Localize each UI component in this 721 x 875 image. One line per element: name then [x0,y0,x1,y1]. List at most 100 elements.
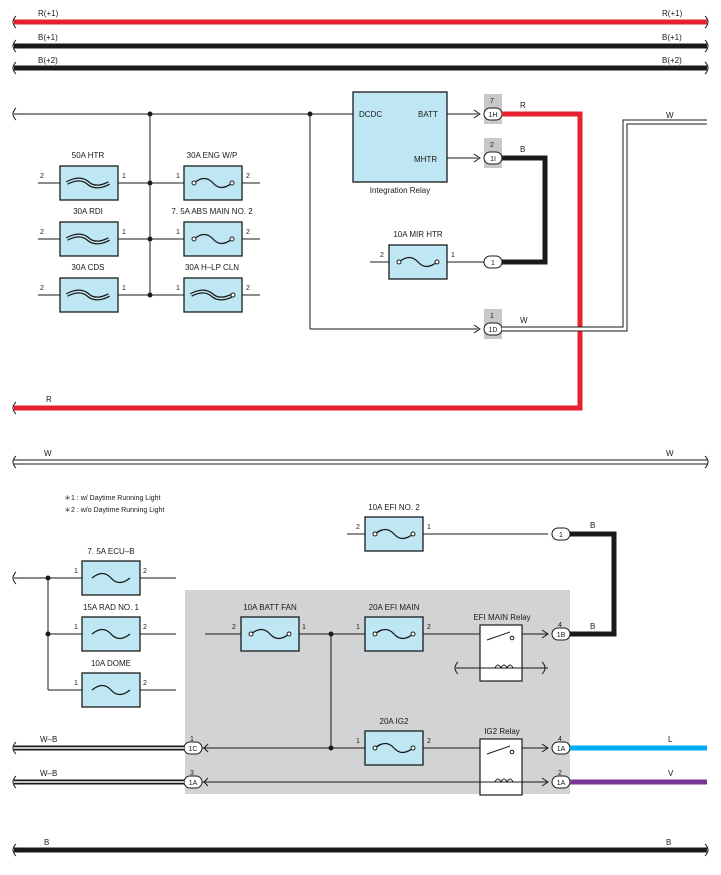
svg-text:B: B [666,838,671,847]
svg-text:1: 1 [122,173,126,180]
svg-text:R: R [520,101,526,110]
bus-label-r-plus1-left: R(+1) [38,9,59,18]
fuse-label: 10A BATT FAN [243,603,297,612]
svg-text:2: 2 [380,252,384,259]
svg-text:W–B: W–B [40,735,57,744]
fuse-10a-mir-htr: 10A MIR HTR 2 1 [370,230,484,280]
svg-text:1: 1 [176,285,180,292]
svg-text:B: B [520,145,525,154]
svg-text:1D: 1D [489,327,498,334]
svg-text:2: 2 [40,285,44,292]
connector-1: 1 [483,255,503,269]
fuse-label: 7. 5A ABS MAIN NO. 2 [171,207,253,216]
svg-text:1: 1 [176,229,180,236]
fuse-label: 30A RDI [73,207,103,216]
svg-text:2: 2 [40,229,44,236]
efi-main-relay: EFI MAIN Relay [454,613,548,682]
svg-text:W–B: W–B [40,769,57,778]
bus-label-r-mid: R [46,395,52,404]
svg-text:1: 1 [190,736,194,743]
connector-1h: 7 1H [473,94,503,124]
svg-text:1: 1 [122,285,126,292]
bus-label-b-plus1-right: B(+1) [662,33,682,42]
integration-relay: DCDC BATT MHTR Integration Relay [352,91,448,195]
svg-text:2: 2 [490,142,494,149]
wire-w-1d [502,120,707,331]
svg-text:1: 1 [491,260,495,267]
svg-text:1: 1 [356,738,360,745]
bus-r-plus1: R(+1) R(+1) [12,9,709,29]
fuse-30a-eng-wp: 30A ENG W/P 1 2 [150,151,260,201]
wire-b-efi [570,531,617,637]
svg-text:3: 3 [190,770,194,777]
bus-b-plus1: B(+1) B(+1) [12,33,709,53]
svg-text:1: 1 [122,229,126,236]
svg-text:B: B [44,838,49,847]
svg-text:2: 2 [558,770,562,777]
svg-text:W: W [44,449,52,458]
svg-text:2: 2 [246,173,250,180]
relay-pin-dcdc: DCDC [359,110,382,119]
svg-text:W: W [520,316,528,325]
svg-text:1B: 1B [557,632,566,639]
svg-text:B: B [590,521,595,530]
fuse-label: 10A DOME [91,659,131,668]
svg-text:1: 1 [356,624,360,631]
svg-text:1: 1 [74,680,78,687]
connector-1c: 1 1C [183,736,209,755]
svg-text:1: 1 [176,173,180,180]
svg-text:1: 1 [302,624,306,631]
fuse-label: 10A MIR HTR [393,230,443,239]
fuse-label: 15A RAD NO. 1 [83,603,140,612]
svg-text:W: W [666,449,674,458]
svg-text:2: 2 [232,624,236,631]
svg-text:1H: 1H [489,112,498,119]
svg-text:1: 1 [490,313,494,320]
fuse-50a-htr: 50A HTR 2 1 [38,151,150,201]
wire-wb-1: W–B [12,735,184,755]
svg-text:2: 2 [427,738,431,745]
fuse-20a-efi-main: 20A EFI MAIN 1 2 [356,603,431,652]
svg-text:1: 1 [427,524,431,531]
fuse-label: 10A EFI NO. 2 [368,503,420,512]
wire-b-1i [502,155,548,265]
svg-text:2: 2 [143,680,147,687]
fuse-label: 30A H–LP CLN [185,263,239,272]
bus-b-plus2: B(+2) B(+2) [12,56,709,75]
relay-label: EFI MAIN Relay [473,613,530,622]
svg-text:1A: 1A [557,746,566,753]
svg-text:2: 2 [40,173,44,180]
fuse-30a-cds: 30A CDS 2 1 [38,263,150,313]
relay-label: IG2 Relay [484,727,520,736]
relay-pin-batt: BATT [418,110,438,119]
connector-1d: 1 1D [473,309,503,339]
svg-text:V: V [668,769,674,778]
fuse-10a-efi-no2: 10A EFI NO. 2 2 1 1 [347,503,571,552]
connector-1b: 4 1B [541,622,571,641]
svg-text:1I: 1I [490,156,496,163]
relay-pin-mhtr: MHTR [414,155,437,164]
fuse-label: 30A ENG W/P [187,151,238,160]
fuse-7-5a-ecu-b: 7. 5A ECU–B 1 2 [74,547,147,596]
connector-1i: 2 1I [473,138,503,168]
fuse-10a-batt-fan: 10A BATT FAN 2 1 [232,603,306,652]
wire-r-1h [14,111,583,411]
ig2-relay: IG2 Relay [194,727,548,796]
svg-text:1: 1 [559,532,563,539]
relay-caption: Integration Relay [370,186,430,195]
svg-text:2: 2 [143,568,147,575]
svg-text:1: 1 [451,252,455,259]
bus-label-r-plus1-right: R(+1) [662,9,683,18]
svg-text:2: 2 [246,229,250,236]
bus-b-bottom: B B [12,838,709,857]
svg-text:2: 2 [427,624,431,631]
note-2: ＊2 : w/o Daytime Running Light [64,507,164,514]
svg-text:1C: 1C [189,746,198,753]
fuse-30a-rdi: 30A RDI 2 1 [38,207,150,257]
svg-text:1A: 1A [557,780,566,787]
svg-text:4: 4 [558,736,562,743]
svg-text:W: W [666,111,674,120]
svg-text:1: 1 [74,568,78,575]
